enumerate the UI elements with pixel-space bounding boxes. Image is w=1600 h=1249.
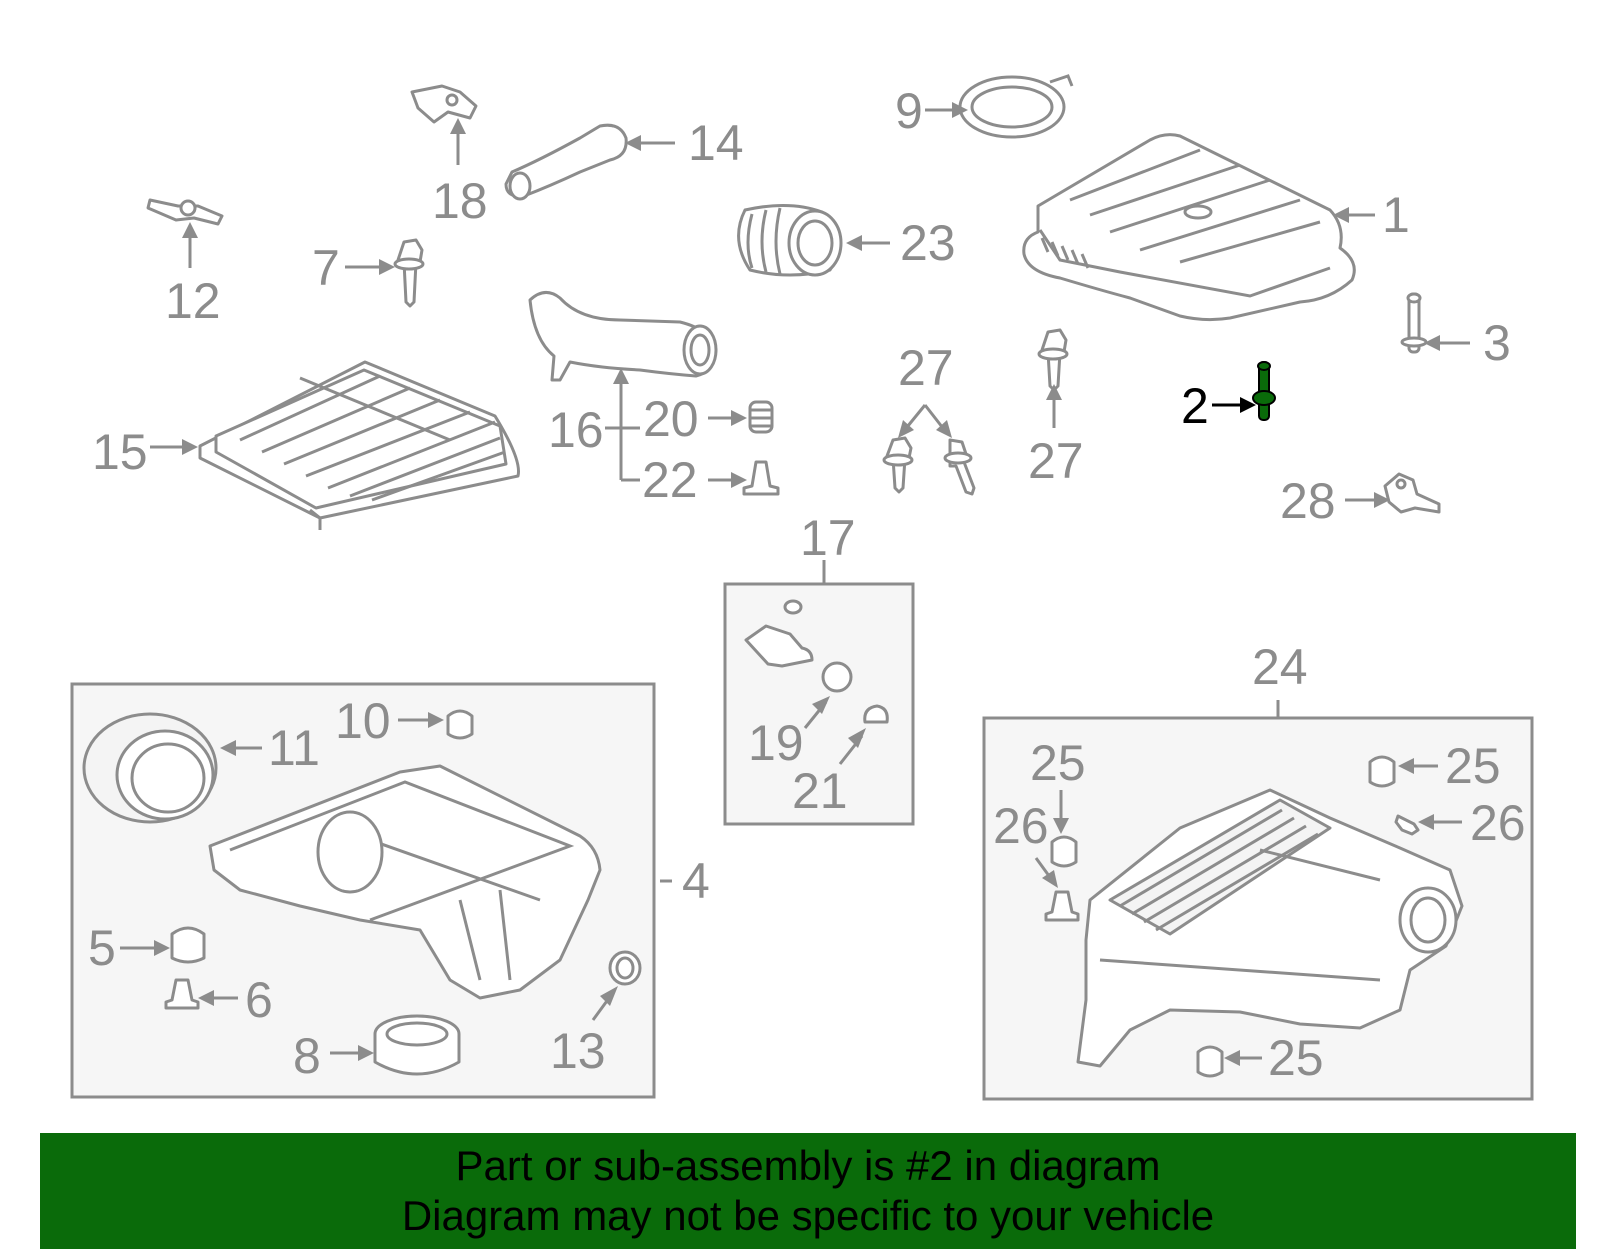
label-28-callout: 28 (1280, 473, 1390, 529)
label-2-callout: 2 (1181, 378, 1256, 434)
label-22-callout: 22 (642, 452, 747, 508)
label-17: 17 (800, 510, 856, 566)
label-5: 5 (88, 920, 116, 976)
label-21: 21 (792, 763, 848, 819)
part-16-tube (528, 291, 718, 382)
part-12-clip (146, 198, 224, 226)
part-9-clamp (958, 74, 1074, 139)
part-7-clip (393, 238, 425, 308)
label-13: 13 (550, 1023, 606, 1079)
label-26b: 26 (1470, 795, 1526, 851)
part-27-clips-pair (882, 436, 976, 496)
label-14: 14 (688, 115, 744, 171)
label-1: 1 (1382, 187, 1410, 243)
label-16: 16 (548, 402, 604, 458)
part-18-bracket (410, 84, 478, 124)
label-7-callout: 7 (312, 240, 395, 296)
label-28: 28 (1280, 473, 1336, 529)
label-16-bracket: 16 (548, 368, 640, 482)
box-24: 24 25 26 25 26 25 (982, 639, 1534, 1101)
label-9: 9 (895, 83, 923, 139)
label-20-callout: 20 (643, 391, 747, 447)
label-10: 10 (335, 693, 391, 749)
label-22: 22 (642, 452, 698, 508)
label-18-callout: 18 (432, 118, 488, 229)
label-23-callout: 23 (846, 215, 956, 271)
part-2-bolt-highlighted (1252, 361, 1276, 421)
label-3: 3 (1483, 315, 1511, 371)
label-24: 24 (1252, 639, 1308, 695)
label-7: 7 (312, 240, 340, 296)
part-28-bracket (1383, 472, 1441, 514)
label-25a: 25 (1030, 735, 1086, 791)
part-3-bolt (1400, 292, 1428, 354)
label-4: 4 (682, 853, 710, 909)
label-27a: 27 (898, 340, 954, 396)
label-27b: 27 (1028, 433, 1084, 489)
box-17: 17 19 21 (723, 510, 915, 826)
label-18: 18 (432, 173, 488, 229)
label-25b: 25 (1445, 738, 1501, 794)
part-15-filter (198, 360, 521, 530)
label-12: 12 (165, 273, 221, 329)
part-22-clip (742, 460, 780, 496)
label-27-callout-right: 27 (1028, 384, 1084, 489)
label-15-callout: 15 (92, 424, 198, 480)
label-2: 2 (1181, 378, 1209, 434)
label-26a: 26 (993, 798, 1049, 854)
banner-line-1: Part or sub-assembly is #2 in diagram (455, 1142, 1161, 1189)
label-8: 8 (293, 1028, 321, 1084)
label-11: 11 (268, 720, 320, 776)
label-23: 23 (900, 215, 956, 271)
info-banner: Part or sub-assembly is #2 in diagram Di… (40, 1133, 1576, 1249)
banner-line-2: Diagram may not be specific to your vehi… (401, 1192, 1215, 1239)
part-1-cover (1022, 133, 1356, 322)
box-4: 4 11 10 5 6 8 (70, 682, 710, 1099)
label-27-callout-pair: 27 (898, 340, 954, 438)
label-9-callout: 9 (895, 83, 968, 139)
part-27-clip-right (1037, 328, 1069, 392)
label-14-callout: 14 (625, 115, 744, 171)
label-20: 20 (643, 391, 699, 447)
label-19: 19 (748, 715, 804, 771)
label-12-callout: 12 (165, 222, 221, 329)
part-23-boot (737, 203, 843, 277)
part-14-hose (504, 123, 628, 201)
part-20-grommet (748, 400, 774, 434)
label-3-callout: 3 (1424, 315, 1511, 371)
label-15: 15 (92, 424, 148, 480)
label-6: 6 (245, 972, 273, 1028)
label-25c: 25 (1268, 1030, 1324, 1086)
label-1-callout: 1 (1333, 187, 1410, 243)
